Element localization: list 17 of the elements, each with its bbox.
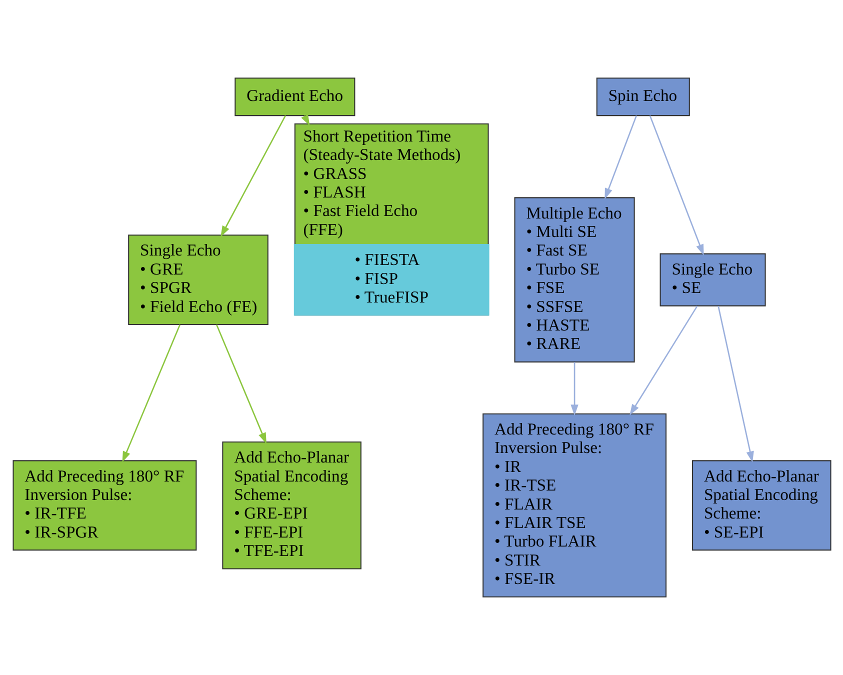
arrow xyxy=(648,115,704,256)
arrow xyxy=(629,306,698,416)
node-box: Add Preceding 180° RF Inversion Pulse: • IR • IR-TSE • FLAIR • FLAIR TSE • Turbo FLAIR • STIR • FSE-IR xyxy=(482,413,666,598)
arrow xyxy=(604,115,637,200)
arrow xyxy=(216,324,266,444)
node-box: Add Preceding 180° RF Inversion Pulse: • IR-TFE • IR-SPGR xyxy=(12,460,196,551)
node-box: Add Echo-Planar Spatial Encoding Scheme: • GRE-EPI • FFE-EPI • TFE-EPI xyxy=(222,441,361,570)
arrow xyxy=(717,306,754,462)
node-box: Spin Echo xyxy=(596,78,690,116)
node-box: • FIESTA • FISP • TrueFISP xyxy=(293,244,489,316)
node-box: Single Echo • SE xyxy=(659,253,766,306)
node-box: Add Echo-Planar Spatial Encoding Scheme: • SE-EPI xyxy=(692,460,831,551)
node-box: Multiple Echo • Multi SE • Fast SE • Turbo SE • FSE • SSFSE • HASTE • RARE xyxy=(514,197,634,362)
arrow xyxy=(570,362,578,416)
arrow xyxy=(122,324,180,462)
node-box: Single Echo • GRE • SPGR • Field Echo (FE) xyxy=(128,234,268,326)
arrow xyxy=(220,115,286,237)
